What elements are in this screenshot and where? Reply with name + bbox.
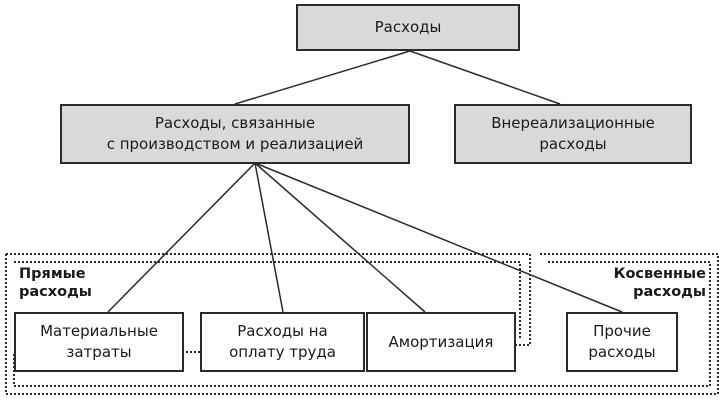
indirect-costs-label: Косвенные расходы [613, 266, 706, 300]
amortization-node: Амортизация [366, 312, 516, 372]
connector-root-nonoperating [409, 50, 561, 105]
labor-costs-node: Расходы на оплату труда [200, 312, 365, 372]
connector-production-other [254, 162, 623, 313]
indirect-costs-group-outline [5, 253, 719, 395]
connector-production-amortization [254, 162, 426, 313]
direct-costs-label: Прямые расходы [19, 266, 92, 300]
nonoperating-costs-node: Внереализационные расходы [454, 104, 692, 164]
connector-production-labor [254, 162, 284, 313]
direct-costs-group-inner-outline [14, 261, 521, 340]
other-costs-node: Прочие расходы [566, 312, 678, 372]
root-node: Расходы [296, 4, 520, 51]
connector-root-production [234, 50, 411, 105]
indirect-costs-group-inner-outline [13, 261, 711, 387]
production-costs-node: Расходы, связанные с производством и реа… [60, 104, 410, 164]
connector-production-material [107, 162, 256, 313]
material-costs-node: Материальные затраты [14, 312, 184, 372]
